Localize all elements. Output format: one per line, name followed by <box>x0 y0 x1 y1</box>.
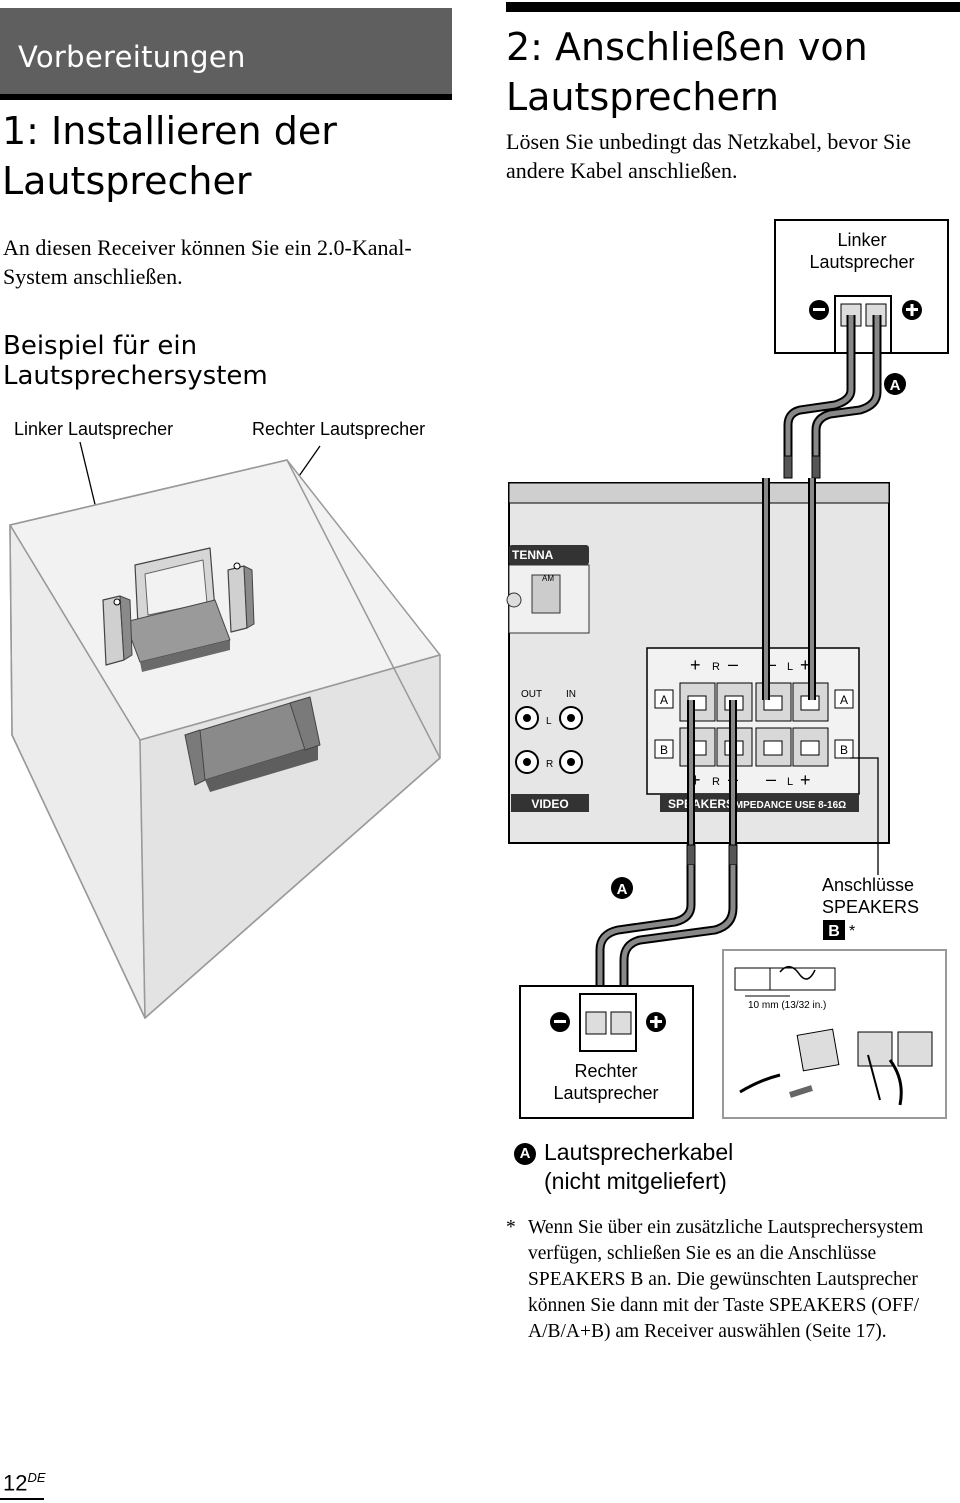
right-speaker-line1: Rechter <box>574 1061 637 1081</box>
r-label: R <box>546 759 553 770</box>
page-number-rule <box>0 1498 44 1500</box>
right-speaker-label: Rechter Lautsprecher <box>252 419 425 439</box>
receiver-panel <box>508 482 890 844</box>
intro-connect: Lösen Sie unbedingt das Netzkabel, bevor… <box>506 129 912 183</box>
right-leader-line <box>236 445 321 566</box>
terminal-a-left: A <box>660 693 668 707</box>
page-title-install: 1: Installieren der Lautsprecher <box>2 109 337 203</box>
room-floor <box>139 654 441 1019</box>
left-speaker-line1: Linker <box>837 230 886 250</box>
l-label: L <box>546 716 552 727</box>
section-rule <box>0 94 452 100</box>
room-back <box>9 459 441 741</box>
terminals-line2: SPEAKERS <box>822 897 919 917</box>
minus-icon <box>809 300 829 320</box>
right-speaker-line2: Lautsprecher <box>553 1083 658 1103</box>
legend-line1: Lautsprecherkabel <box>544 1139 734 1165</box>
plus-icon <box>646 1012 666 1032</box>
terminal-b-right: B <box>840 743 848 757</box>
right-speaker-box <box>519 985 694 1119</box>
sofa <box>184 699 319 781</box>
svg-text:L: L <box>787 661 793 673</box>
svg-text:+: + <box>800 655 811 675</box>
in-label: IN <box>566 689 576 700</box>
plus-icon <box>902 300 922 320</box>
terminals-star: * <box>849 923 855 940</box>
right-speaker <box>227 565 248 633</box>
example-heading: Beispiel für ein Lautsprechersystem <box>3 331 268 391</box>
strip-measure: 10 mm (13/32 in.) <box>748 1000 826 1011</box>
svg-text:+: + <box>690 770 701 790</box>
video-label: VIDEO <box>531 797 568 811</box>
terminals-b: B <box>828 923 840 940</box>
svg-text:+: + <box>800 770 811 790</box>
room-diagram: Linker Lautsprecher Rechter Lautsprecher <box>9 419 441 1019</box>
svg-text:–: – <box>766 654 776 674</box>
footnote-star: * <box>506 1217 516 1238</box>
left-speaker-line2: Lautsprecher <box>809 252 914 272</box>
room-left-wall <box>9 524 146 1019</box>
svg-text:–: – <box>728 769 738 789</box>
antenna-label: TENNA <box>512 548 554 562</box>
footnote-text: Wenn Sie über ein zusätzliche Lautsprech… <box>528 1217 924 1342</box>
svg-text:+: + <box>690 655 701 675</box>
out-label: OUT <box>521 689 542 700</box>
callout-a-top: A <box>890 377 901 394</box>
minus-icon <box>550 1012 570 1032</box>
callout-a-bottom: A <box>617 881 628 898</box>
terminals-line1: Anschlüsse <box>822 875 914 895</box>
column-rule <box>506 2 960 12</box>
footnote: * Wenn Sie über ein zusätzliche Lautspre… <box>506 1215 954 1345</box>
connection-diagram: Linker Lautsprecher A TENNA AM OUT IN L <box>506 219 949 1119</box>
legend: A Lautsprecherkabel (nicht mitgeliefert) <box>514 1138 954 1196</box>
left-speaker-label: Linker Lautsprecher <box>14 419 173 439</box>
svg-text:L: L <box>787 776 793 788</box>
svg-text:–: – <box>728 654 738 674</box>
page-number: 12DE <box>3 1470 46 1496</box>
svg-text:R: R <box>712 776 720 788</box>
left-leader-line <box>79 441 119 601</box>
impedance-label: IMPEDANCE USE 8-16Ω <box>732 800 846 811</box>
speakers-label: SPEAKERS <box>668 797 734 811</box>
terminal-a-right: A <box>840 693 848 707</box>
terminal-b-left: B <box>660 743 668 757</box>
section-header: Vorbereitungen <box>0 8 452 94</box>
svg-text:R: R <box>712 661 720 673</box>
legend-line2: (nicht mitgeliefert) <box>544 1168 727 1194</box>
intro-install: An diesen Receiver können Sie ein 2.0-Ka… <box>3 235 412 289</box>
tv-stand <box>124 599 231 663</box>
page-title-connect: 2: Anschließen von Lautsprechern <box>506 25 868 119</box>
svg-text:–: – <box>766 769 776 789</box>
left-speaker-box <box>774 219 949 354</box>
wire-detail-box <box>722 949 947 1119</box>
tv <box>134 547 216 626</box>
section-title: Vorbereitungen <box>18 40 246 74</box>
am-label: AM <box>542 574 554 583</box>
speaker-terminals <box>646 647 860 795</box>
left-speaker <box>102 595 125 666</box>
callout-a-icon <box>884 373 906 395</box>
legend-key: A <box>514 1143 536 1165</box>
